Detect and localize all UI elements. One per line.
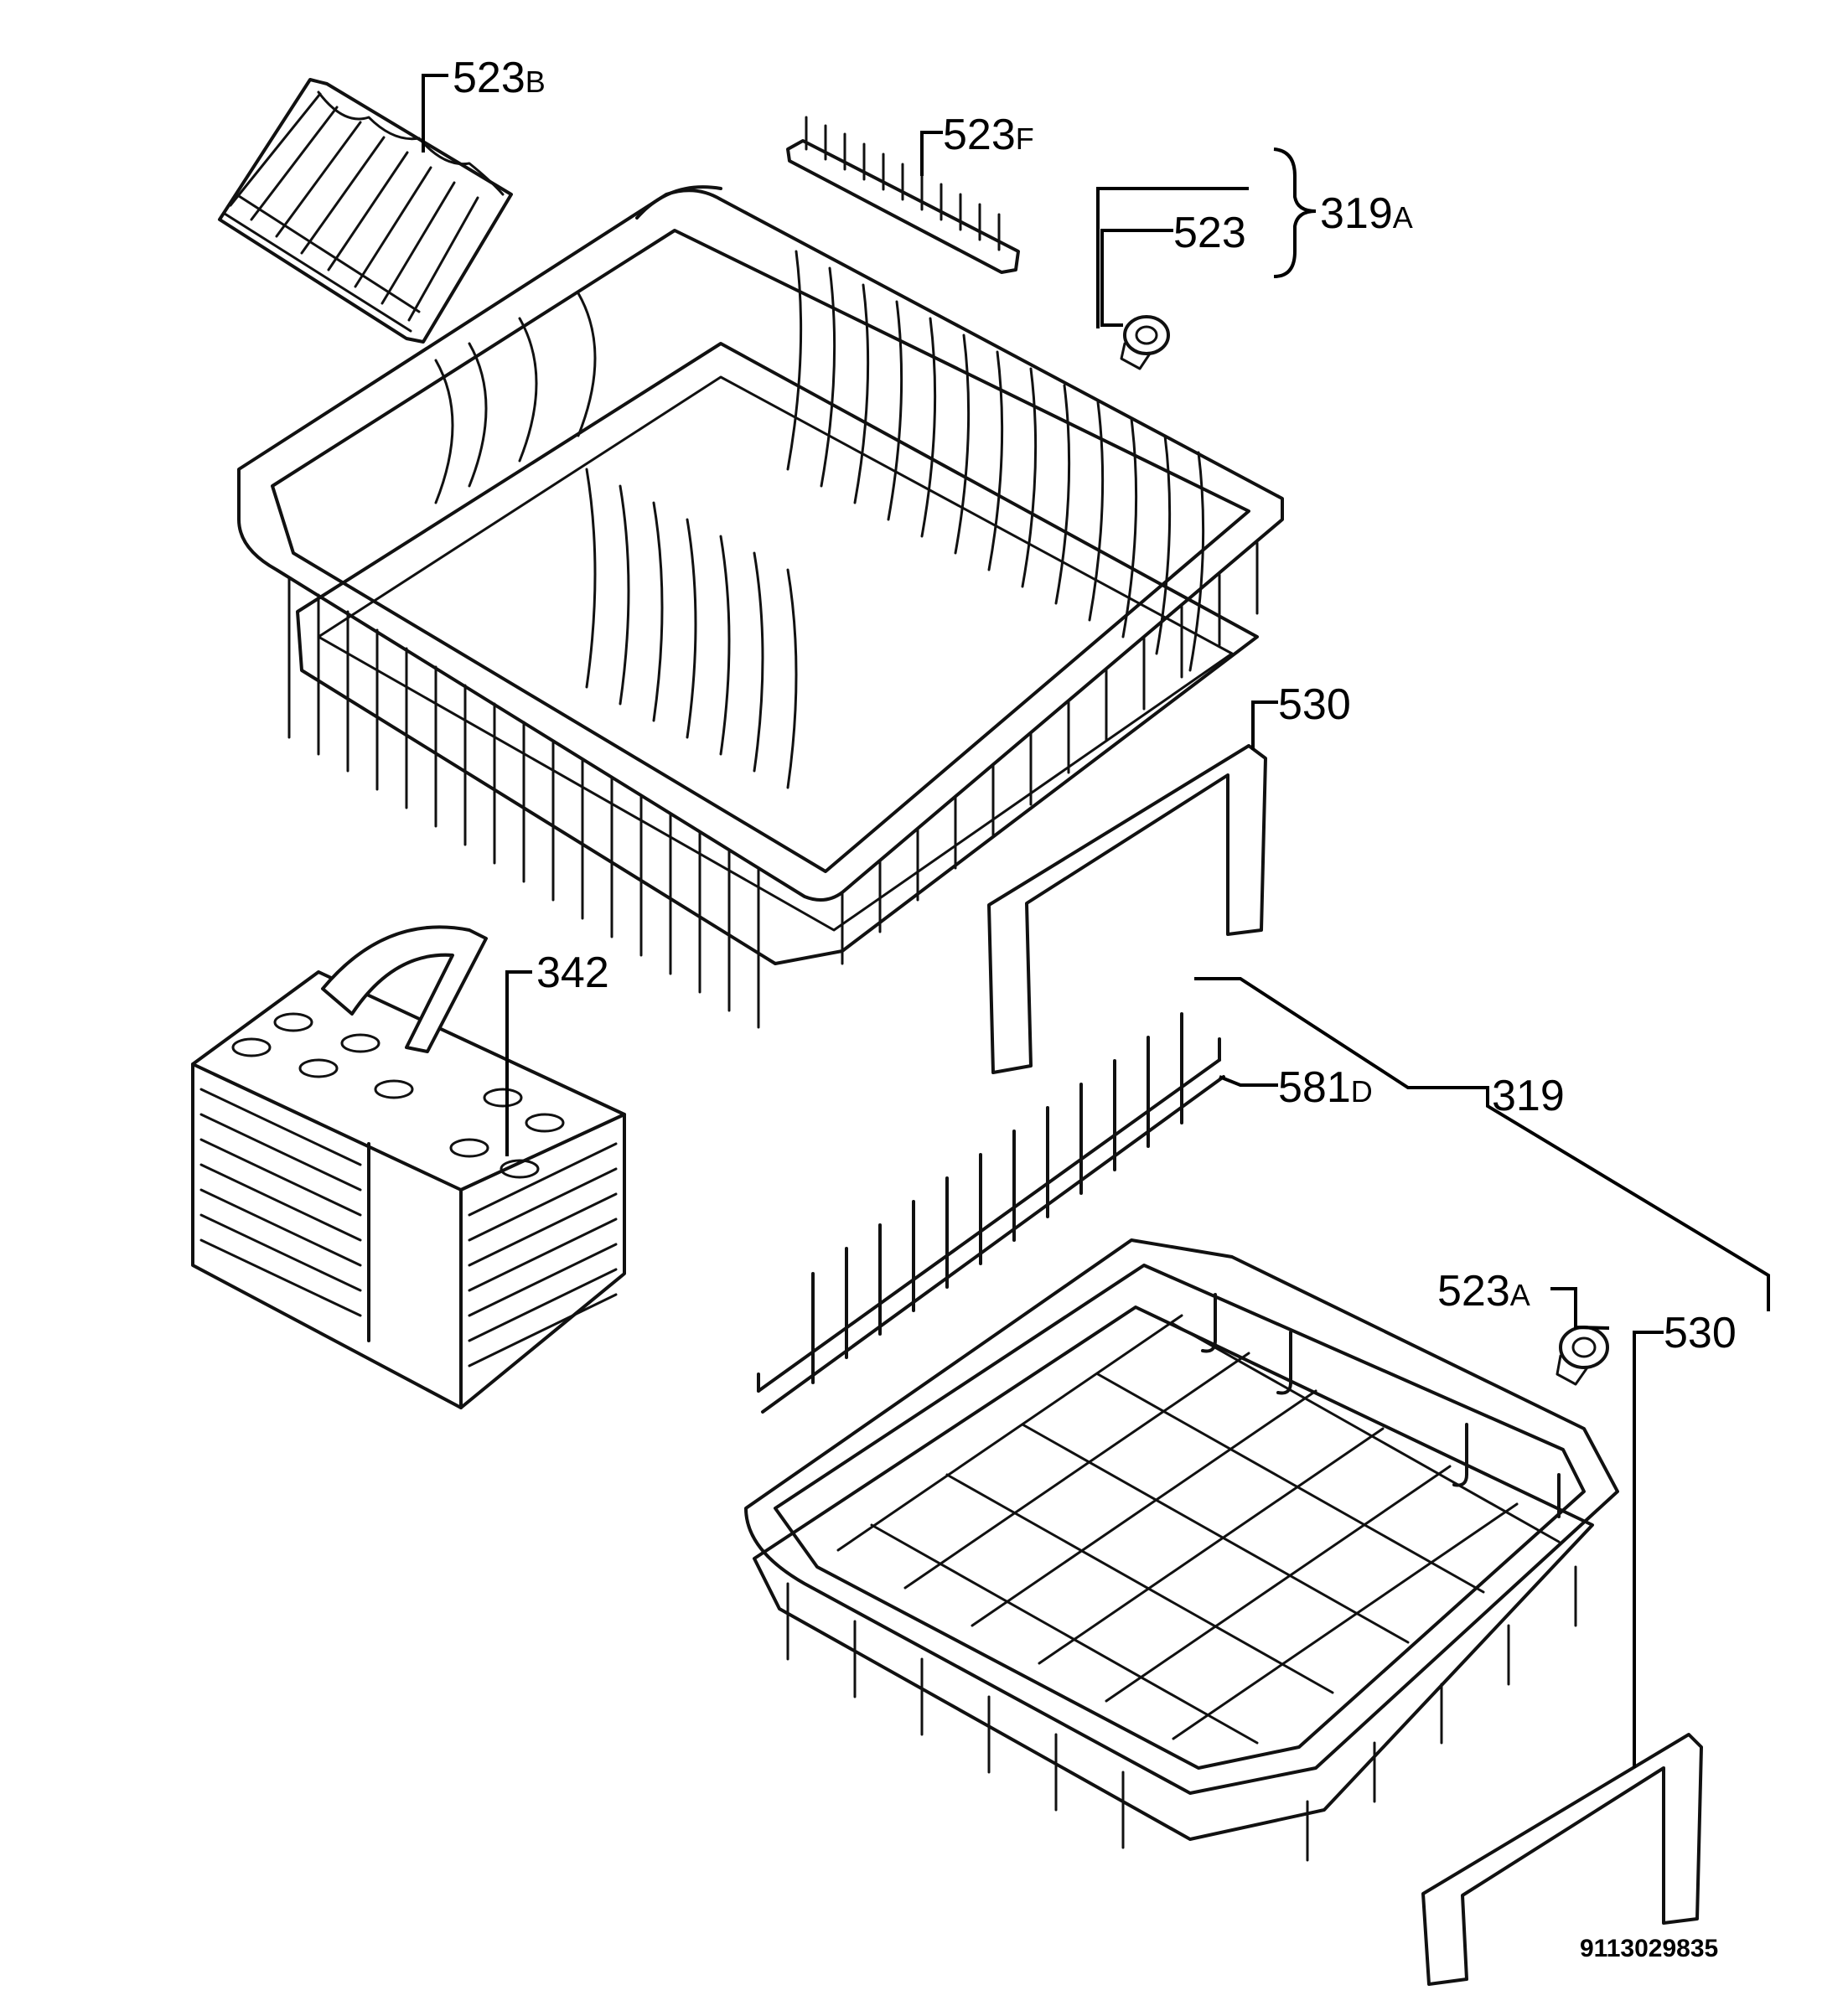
label-523: 523 <box>1173 209 1246 257</box>
label-581d-number: 581 <box>1278 1063 1351 1112</box>
part-581d-tine-row <box>757 1012 1225 1414</box>
label-523f-suffix: F <box>1016 121 1034 156</box>
leader-lines <box>422 74 1770 1768</box>
label-523b-suffix: B <box>525 65 546 99</box>
label-523a-number: 523 <box>1437 1267 1510 1316</box>
label-319a-suffix: A <box>1393 200 1413 235</box>
label-581d-suffix: D <box>1351 1074 1373 1109</box>
label-530-upper-number: 530 <box>1278 680 1351 729</box>
label-319a: 319A <box>1320 189 1413 238</box>
part-530-lower-rail-cap <box>1421 1733 1703 1986</box>
label-523-number: 523 <box>1173 209 1246 257</box>
part-523-wheel <box>1120 315 1170 370</box>
label-523f: 523F <box>943 111 1034 159</box>
label-523b-number: 523 <box>453 54 525 102</box>
label-530-lower: 530 <box>1664 1309 1737 1357</box>
lower-basket <box>744 1238 1619 1862</box>
label-319-number: 319 <box>1492 1072 1565 1120</box>
label-530-upper: 530 <box>1278 680 1351 729</box>
document-number: 9113029835 <box>1580 1935 1718 1962</box>
label-342: 342 <box>536 949 609 997</box>
label-530-lower-number: 530 <box>1664 1309 1737 1357</box>
part-523b-cup-holder <box>218 78 513 344</box>
callout-labels: 523B 523F 523 319A 530 342 581D 319 523A… <box>453 54 1737 1357</box>
label-342-number: 342 <box>536 949 609 997</box>
part-523a-wheel <box>1556 1326 1609 1386</box>
part-523f-comb-strip <box>786 116 1020 274</box>
part-342-cutlery-basket <box>191 925 626 1409</box>
label-523f-number: 523 <box>943 111 1016 159</box>
label-523a: 523A <box>1437 1267 1530 1316</box>
label-581d: 581D <box>1278 1063 1373 1112</box>
label-319a-number: 319 <box>1320 189 1393 238</box>
upper-basket <box>237 185 1284 1029</box>
part-530-upper-rail-cap <box>987 744 1267 1074</box>
label-523a-suffix: A <box>1510 1278 1530 1312</box>
label-523b: 523B <box>453 54 546 102</box>
label-319: 319 <box>1492 1072 1565 1120</box>
